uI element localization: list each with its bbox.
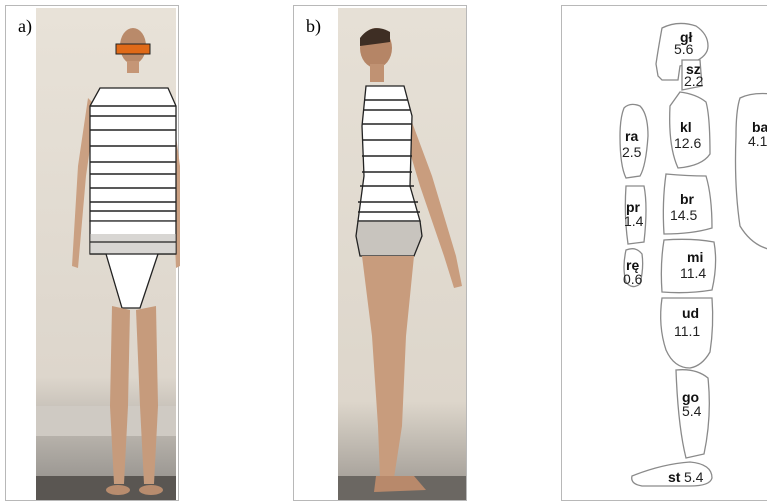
segment-diagram: gł 5.6 sz 2.2 kl 12.6 ba 4.1 ra 2.5 pr 1… bbox=[562, 6, 767, 502]
label-value-br: 14.5 bbox=[670, 207, 697, 223]
panel-label-b: b) bbox=[306, 16, 321, 37]
label-abbr-ud: ud bbox=[682, 305, 699, 321]
back-segment bbox=[736, 94, 767, 251]
side-view-photo bbox=[294, 6, 468, 502]
label-abbr-ra: ra bbox=[625, 128, 638, 144]
side-view-panel: b) bbox=[293, 5, 467, 501]
torso-segment-mask bbox=[90, 88, 176, 221]
label-value-mi: 11.4 bbox=[680, 265, 706, 281]
label-value-ud: 11.1 bbox=[674, 323, 700, 339]
segment-diagram-panel: gł 5.6 sz 2.2 kl 12.6 ba 4.1 ra 2.5 pr 1… bbox=[561, 5, 767, 501]
label-value-pr: 1.4 bbox=[624, 213, 644, 229]
front-view-panel: a) bbox=[5, 5, 179, 501]
panel-label-a: a) bbox=[18, 16, 32, 37]
label-abbr-st: st bbox=[668, 469, 681, 485]
front-view-photo bbox=[6, 6, 180, 502]
label-abbr-kl: kl bbox=[680, 119, 692, 135]
label-value-sz: 2.2 bbox=[684, 73, 704, 89]
label-value-re: 0.6 bbox=[623, 271, 643, 287]
label-value-kl: 12.6 bbox=[674, 135, 701, 151]
label-abbr-br: br bbox=[680, 191, 695, 207]
label-abbr-mi: mi bbox=[687, 249, 703, 265]
label-value-go: 5.4 bbox=[682, 403, 702, 419]
label-value-st: 5.4 bbox=[684, 469, 704, 485]
label-value-gl: 5.6 bbox=[674, 41, 694, 57]
label-value-ba: 4.1 bbox=[748, 133, 767, 149]
label-value-ra: 2.5 bbox=[622, 144, 642, 160]
